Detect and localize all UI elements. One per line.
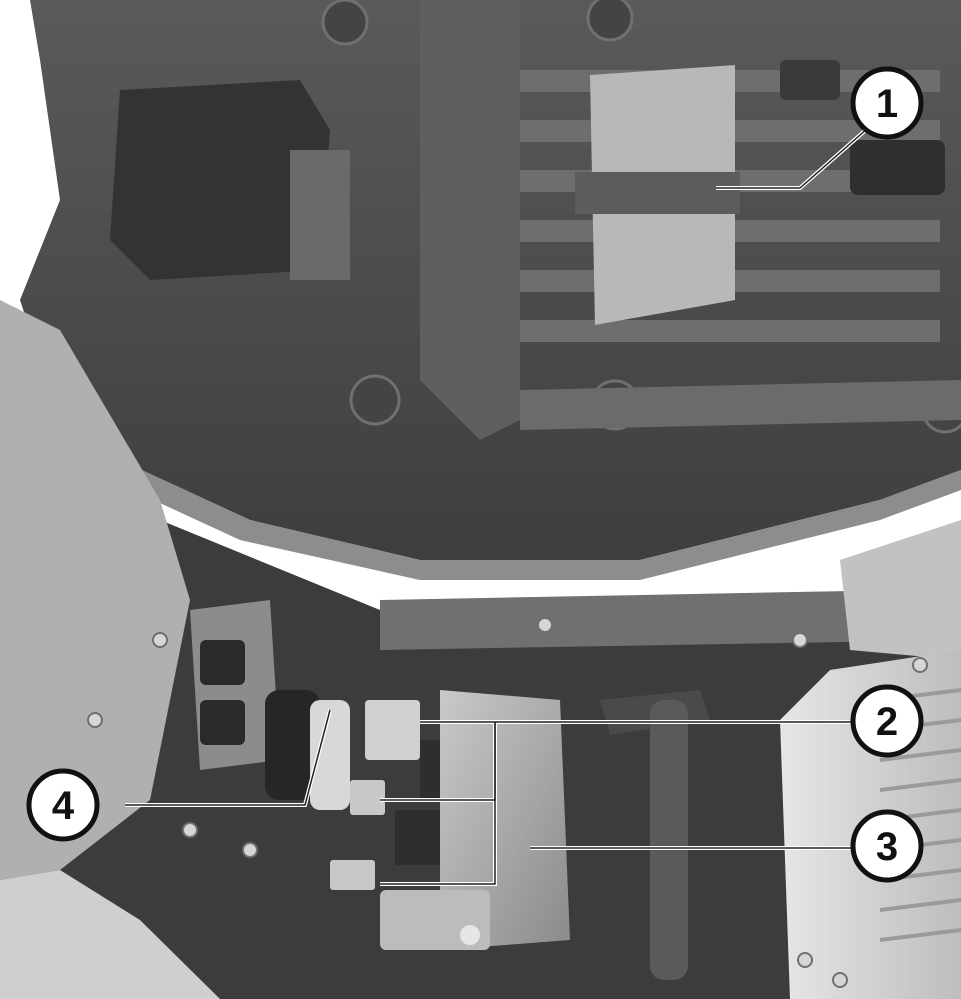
callout-1: 1 [850, 66, 924, 140]
callout-2-label: 2 [876, 700, 898, 744]
callout-leader-lines-core [125, 127, 869, 885]
relay [365, 700, 420, 760]
callout-3-label: 3 [876, 825, 898, 869]
seat-underside [20, 0, 961, 580]
pouch-strap [575, 172, 740, 214]
callout-4: 4 [26, 768, 100, 842]
callout-3: 3 [850, 809, 924, 883]
callout-2: 2 [850, 684, 924, 758]
callout-4-label: 4 [52, 784, 75, 828]
callout-1-label: 1 [876, 82, 898, 126]
relay [350, 780, 385, 815]
relay [330, 860, 375, 890]
